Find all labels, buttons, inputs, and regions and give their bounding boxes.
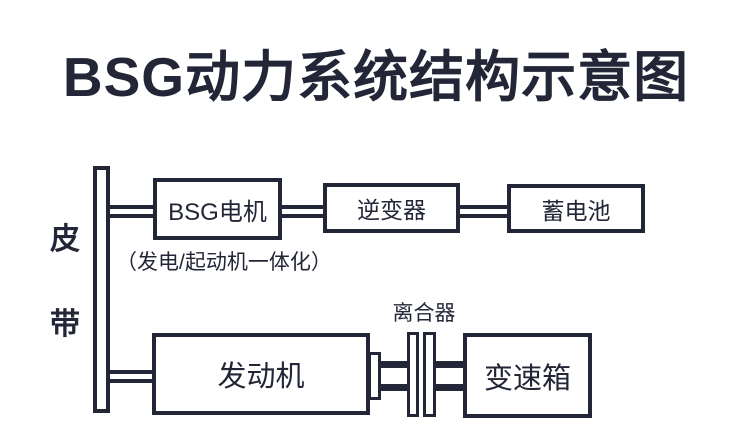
belt-label-char-1: 皮: [50, 223, 80, 256]
engine-output-flange-shape: [368, 352, 381, 400]
node-gearbox: 变速箱: [463, 333, 592, 418]
belt-label-char-2: 带: [50, 308, 80, 341]
node-bsg-motor-label: BSG电机: [168, 198, 267, 226]
node-inverter: 逆变器: [323, 183, 460, 233]
connector-belt-to-engine: [108, 370, 153, 383]
clutch-plate-left-shape: [407, 332, 419, 417]
node-gearbox-label: 变速箱: [483, 362, 571, 395]
connector-bsg-motor-to-inverter: [281, 205, 324, 218]
diagram-title: BSG动力系统结构示意图: [62, 46, 690, 108]
node-battery-label: 蓄电池: [541, 197, 611, 224]
clutch-plate-right-shape: [423, 332, 436, 417]
node-inverter-label: 逆变器: [357, 197, 426, 223]
node-bsg-motor: BSG电机: [153, 178, 282, 240]
shaft-clutch-to-gearbox: [435, 361, 464, 391]
node-engine-label: 发动机: [217, 361, 305, 393]
connector-belt-to-bsg-motor: [108, 205, 154, 218]
bsg-motor-note: （发电/起动机一体化）: [116, 251, 332, 274]
connector-inverter-to-battery: [459, 205, 508, 218]
node-battery: 蓄电池: [507, 184, 645, 233]
belt-bar-shape: [93, 166, 110, 413]
node-engine: 发动机: [152, 333, 370, 415]
clutch-label: 离合器: [392, 302, 456, 325]
shaft-engine-to-clutch: [379, 361, 409, 391]
